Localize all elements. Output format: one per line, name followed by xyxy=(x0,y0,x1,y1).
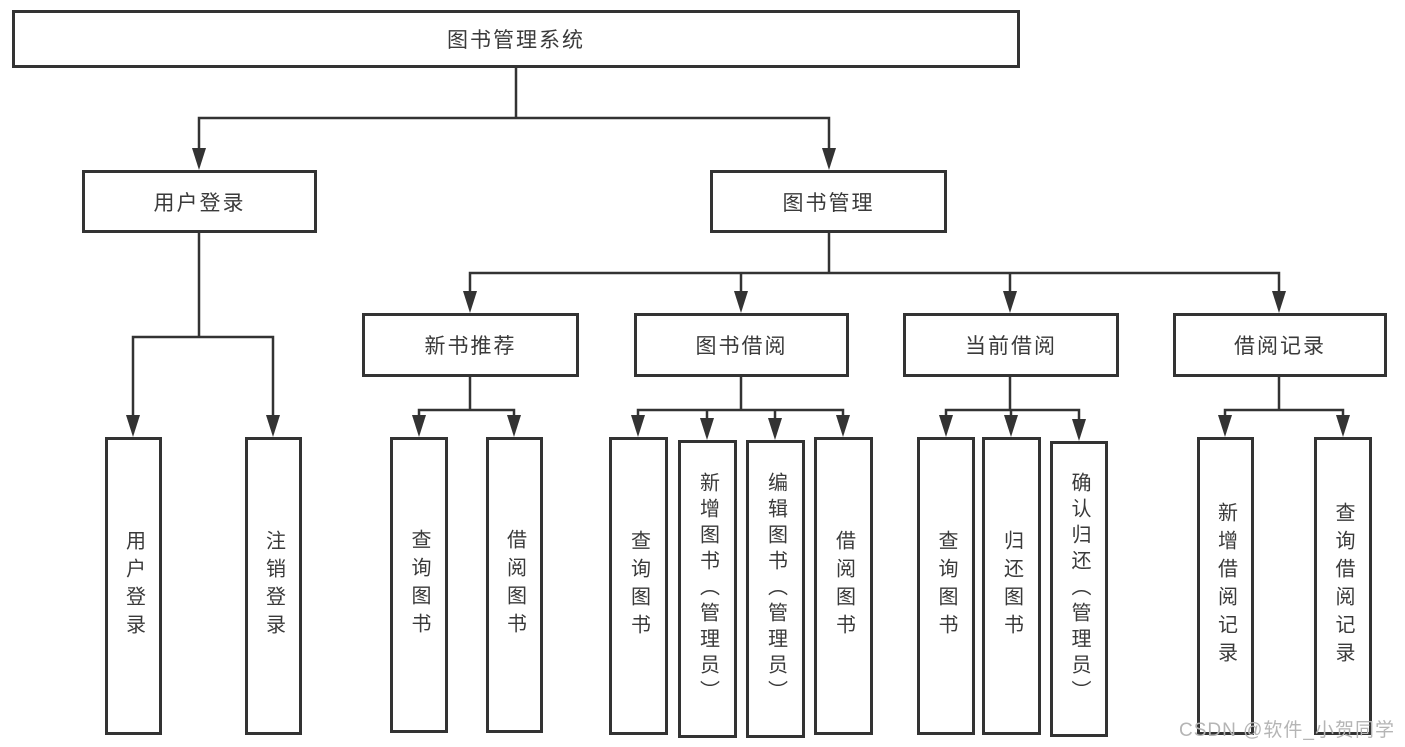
leaf-confirm-return-admin-label: 确认归还（管理员） xyxy=(1068,472,1090,706)
leaf-add-book-admin-label: 新增图书（管理员） xyxy=(696,472,719,706)
leaf-borrowing-query-book: 查询图书 xyxy=(609,437,668,735)
node-book-management-label: 图书管理 xyxy=(782,191,875,215)
leaf-recommend-query-book-label: 查询图书 xyxy=(408,529,430,641)
leaf-user-login-label: 用户登录 xyxy=(122,530,145,642)
leaf-user-login: 用户登录 xyxy=(105,437,162,735)
node-borrowing-records: 借阅记录 xyxy=(1173,313,1387,377)
node-current-borrowing-label: 当前借阅 xyxy=(965,335,1057,358)
leaf-recommend-query-book: 查询图书 xyxy=(390,437,448,733)
leaf-query-borrow-record: 查询借阅记录 xyxy=(1314,437,1372,735)
leaf-return-book-label: 归还图书 xyxy=(1000,530,1023,642)
leaf-add-borrow-record-label: 新增借阅记录 xyxy=(1214,502,1237,670)
leaf-return-book: 归还图书 xyxy=(982,437,1041,735)
leaf-query-borrow-record-label: 查询借阅记录 xyxy=(1332,502,1354,670)
node-book-management: 图书管理 xyxy=(710,170,947,233)
node-current-borrowing: 当前借阅 xyxy=(903,313,1119,377)
leaf-add-borrow-record: 新增借阅记录 xyxy=(1197,437,1254,735)
leaf-edit-book-admin: 编辑图书（管理员） xyxy=(746,440,805,738)
node-new-book-recommendation-label: 新书推荐 xyxy=(424,335,517,358)
node-new-book-recommendation: 新书推荐 xyxy=(362,313,579,377)
leaf-recommend-borrow-book-label: 借阅图书 xyxy=(503,529,526,641)
node-library-management-system: 图书管理系统 xyxy=(12,10,1020,68)
node-user-login-label: 用户登录 xyxy=(153,191,246,215)
leaf-borrowing-borrow-book: 借阅图书 xyxy=(814,437,873,735)
leaf-add-book-admin: 新增图书（管理员） xyxy=(678,440,737,738)
leaf-borrowing-borrow-book-label: 借阅图书 xyxy=(832,530,855,642)
leaf-current-query-book-label: 查询图书 xyxy=(935,530,957,642)
node-borrowing-records-label: 借阅记录 xyxy=(1234,335,1326,358)
leaf-current-query-book: 查询图书 xyxy=(917,437,975,735)
leaf-edit-book-admin-label: 编辑图书（管理员） xyxy=(764,472,787,706)
node-book-borrowing-label: 图书借阅 xyxy=(695,335,788,358)
leaf-borrowing-query-book-label: 查询图书 xyxy=(627,530,650,642)
node-user-login: 用户登录 xyxy=(82,170,317,233)
leaf-recommend-borrow-book: 借阅图书 xyxy=(486,437,543,733)
node-book-borrowing: 图书借阅 xyxy=(634,313,849,377)
csdn-watermark: CSDN @软件_小贺同学 xyxy=(1179,720,1395,741)
leaf-confirm-return-admin: 确认归还（管理员） xyxy=(1050,441,1108,737)
node-library-management-system-label: 图书管理系统 xyxy=(447,29,585,52)
leaf-logout: 注销登录 xyxy=(245,437,302,735)
leaf-logout-label: 注销登录 xyxy=(262,530,285,642)
connector-lines xyxy=(131,68,1345,422)
arrowheads xyxy=(126,148,1350,441)
